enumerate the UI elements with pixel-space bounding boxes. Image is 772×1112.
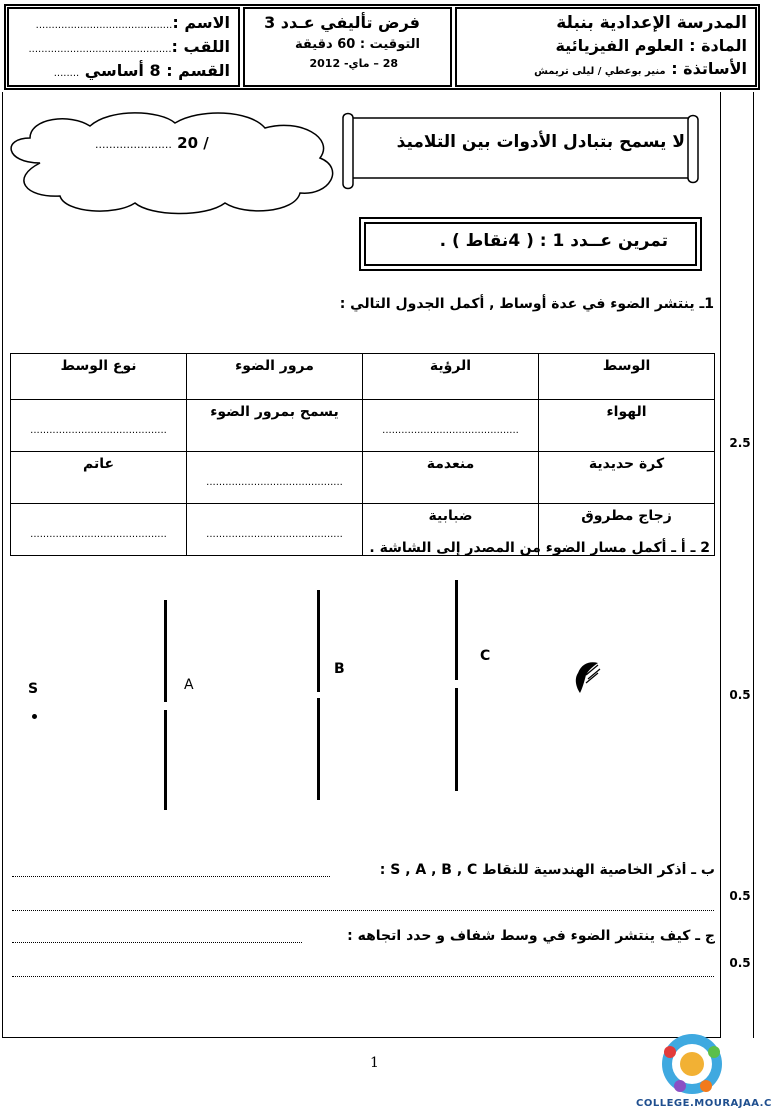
- surname-line: اللقب :.................................…: [29, 37, 231, 56]
- point-c-label: C: [480, 648, 491, 664]
- cell-visibility: ضبابية: [362, 503, 539, 556]
- answer-line[interactable]: [12, 942, 302, 943]
- header-medium-type: نوع الوسط: [10, 353, 187, 400]
- cell-answer[interactable]: ........................................…: [10, 399, 187, 452]
- table-header-row: الوسط الرؤية مرور الضوء نوع الوسط: [10, 353, 715, 400]
- page-number: 1: [370, 1055, 379, 1071]
- table-row: كرة حديدية منعدمة ......................…: [10, 451, 715, 504]
- question-2a: 2 ـ أ ـ أكمل مسار الضوء من المصدر إلى ال…: [369, 540, 710, 556]
- header-medium: الوسط: [538, 353, 715, 400]
- surname-field[interactable]: ........................................…: [28, 44, 172, 55]
- school-name: المدرسة الإعدادية بنبلة: [556, 13, 747, 33]
- question-2b-text: ب ـ أذكر الخاصية الهندسية للنقاط S , A ,…: [379, 862, 715, 878]
- exam-info-box: فرض تأليفي عـدد 3 التوقيت : 60 دقيقة 28 …: [243, 7, 452, 87]
- media-table: الوسط الرؤية مرور الضوء نوع الوسط الهواء…: [10, 353, 715, 556]
- eye-icon: [575, 662, 601, 693]
- screen-b-bottom: [317, 698, 320, 800]
- score-q2a: 0.5: [729, 688, 751, 702]
- screen-a-top: [164, 600, 167, 702]
- duration: التوقيت : 60 دقيقة: [295, 37, 420, 52]
- question-2c: ج ـ كيف ينتشر الضوء في وسط شفاف و حدد ات…: [10, 928, 715, 944]
- teachers-label: الأساتذة :: [671, 59, 747, 78]
- cell-answer[interactable]: ........................................…: [186, 503, 363, 556]
- cell-answer[interactable]: ........................................…: [10, 503, 187, 556]
- answer-line[interactable]: [12, 910, 714, 911]
- notice-scroll: [342, 112, 699, 190]
- question-2b: ب ـ أذكر الخاصية الهندسية للنقاط S , A ,…: [10, 862, 715, 878]
- header-frame: [4, 4, 760, 90]
- table-row: الهواء .................................…: [10, 399, 715, 452]
- class-label: القسم : 8 أساسي: [84, 61, 230, 80]
- cell-medium: كرة حديدية: [538, 451, 715, 504]
- student-info-box: الاسم :.................................…: [7, 7, 240, 87]
- question-2c-text: ج ـ كيف ينتشر الضوء في وسط شفاف و حدد ات…: [347, 928, 715, 944]
- name-field[interactable]: ........................................…: [35, 20, 173, 31]
- exercise-title: تمرين عــدد 1 : ( 4نقاط ) .: [439, 231, 668, 251]
- point-s: [32, 714, 37, 719]
- cell-visibility: منعدمة: [362, 451, 539, 504]
- score-q1: 2.5: [729, 436, 751, 450]
- teachers-line: الأساتذة : منير بوعطي / ليلى تريمش: [534, 59, 747, 78]
- header-light-passage: مرور الضوء: [186, 353, 363, 400]
- school-info-box: المدرسة الإعدادية بنبلة المادة : العلوم …: [455, 7, 757, 87]
- watermark-text: COLLEGE.MOURAJAA.COM: [636, 1098, 772, 1109]
- cell-answer[interactable]: ........................................…: [186, 451, 363, 504]
- class-line: القسم : 8 أساسي ........: [54, 61, 230, 80]
- grade-line: ...................... 20 /: [95, 134, 245, 152]
- notice-text: لا يسمح بتبادل الأدوات بين التلاميذ: [396, 132, 685, 152]
- cell-answer[interactable]: ........................................…: [362, 399, 539, 452]
- screen-b-top: [317, 590, 320, 692]
- answer-line[interactable]: [12, 976, 714, 977]
- answer-line[interactable]: [12, 876, 330, 877]
- screen-c-bottom: [455, 688, 458, 791]
- teachers-names: منير بوعطي / ليلى تريمش: [534, 66, 666, 77]
- grade-total: 20 /: [177, 134, 209, 152]
- name-label: الاسم :: [172, 13, 230, 32]
- class-field[interactable]: ........: [53, 68, 80, 79]
- score-margin-right-line: [753, 92, 754, 1038]
- point-s-label: S: [28, 681, 39, 697]
- score-margin-line: [720, 92, 721, 1038]
- header-visibility: الرؤية: [362, 353, 539, 400]
- subject: المادة : العلوم الفيزيائية: [555, 36, 747, 55]
- screen-a-bottom: [164, 710, 167, 810]
- grade-field[interactable]: ......................: [95, 138, 172, 151]
- score-q2b: 0.5: [729, 889, 751, 903]
- point-a-label: A: [184, 677, 194, 693]
- grade-cloud: [10, 112, 334, 215]
- question-1: 1ـ ينتشر الضوء في عدة أوساط , أكمل الجدو…: [339, 296, 714, 312]
- cell-light-passage: يسمح بمرور الضوء: [186, 399, 363, 452]
- table-row: زجاج مطروق ضبابية ......................…: [10, 503, 715, 556]
- cell-medium: الهواء: [538, 399, 715, 452]
- surname-label: اللقب :: [171, 37, 230, 56]
- exam-title: فرض تأليفي عـدد 3: [264, 13, 420, 32]
- exam-date: 28 – ماي- 2012: [309, 57, 398, 70]
- score-q2c: 0.5: [729, 956, 751, 970]
- exercise-title-frame: [359, 217, 702, 271]
- site-logo-icon: [662, 1034, 722, 1094]
- cell-medium: زجاج مطروق: [538, 503, 715, 556]
- screen-c-top: [455, 580, 458, 680]
- name-line: الاسم :.................................…: [36, 13, 230, 32]
- point-b-label: B: [334, 661, 345, 677]
- cell-medium-type: عاتم: [10, 451, 187, 504]
